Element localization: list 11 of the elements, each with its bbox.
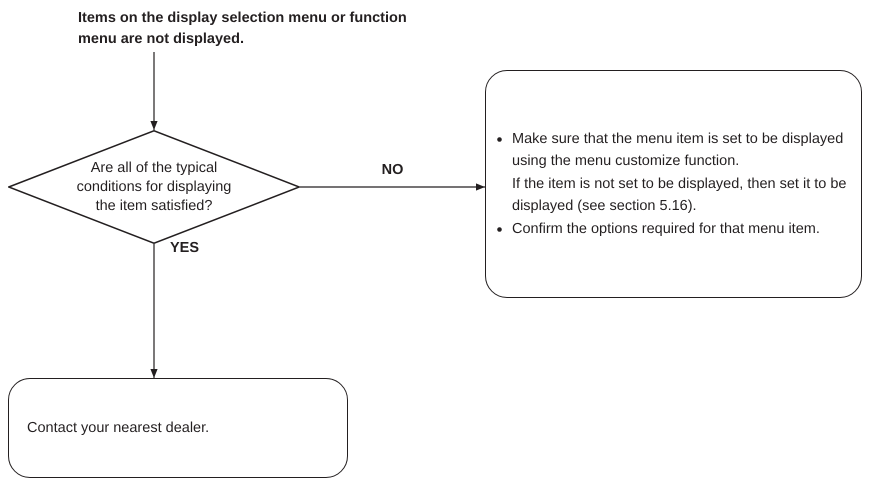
heading-text: Items on the display selection menu or function menu are not displayed. (78, 8, 408, 52)
list-item-text: If the item is not set to be displayed, then set it to be displayed (see section 5.16). (512, 174, 848, 216)
process-box (485, 70, 862, 298)
box-text: Contact your nearest dealer. (27, 419, 210, 438)
process-box (8, 378, 348, 478)
list-item-text: Make sure that the menu item is set to be displayed using the menu customize function. (512, 130, 844, 172)
arrow (300, 183, 485, 191)
arrow (150, 52, 158, 130)
question-text: Are all of the typical conditions for displaying the item satisfied? (76, 158, 232, 216)
arrow (150, 244, 158, 378)
list-item-text: Confirm the options required for that menu item. (512, 220, 821, 239)
